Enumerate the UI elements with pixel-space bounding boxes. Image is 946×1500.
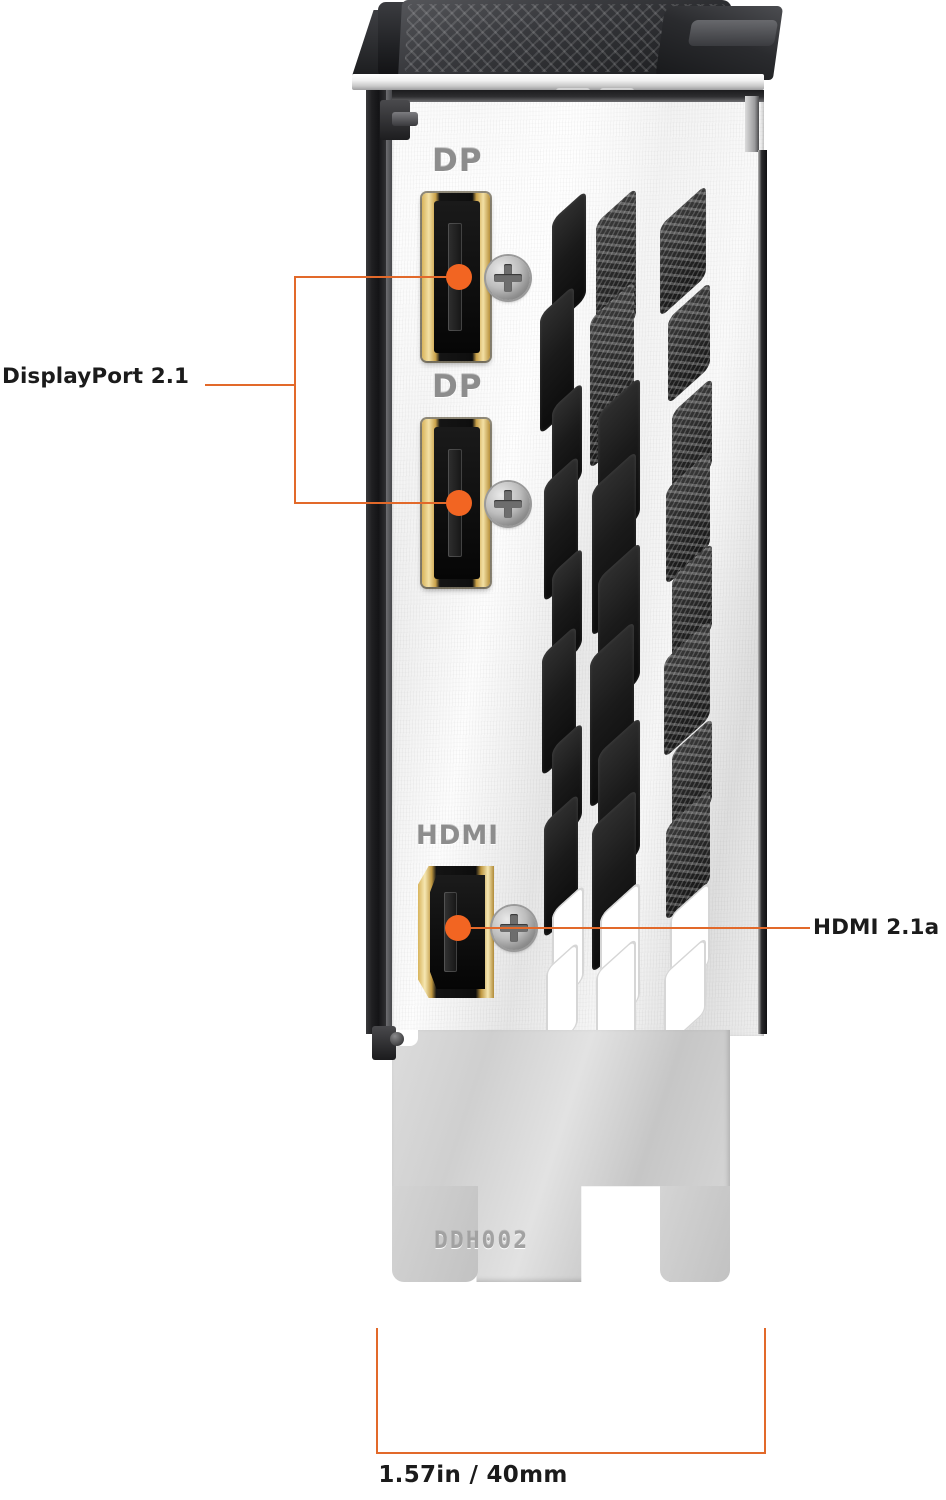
pcb-side-strip-inner: [386, 86, 396, 1032]
dimension-tick-left: [376, 1328, 378, 1454]
bracket-tab-foot-left: [392, 1186, 478, 1282]
hdmi-callout-label: HDMI 2.1a: [813, 915, 940, 940]
bracket-serial-engraving: DDH002: [434, 1228, 530, 1254]
displayport-leader-branch-bottom: [294, 502, 464, 504]
bracket-retention-clip-pin: [392, 112, 418, 126]
displayport-top-caption: DP: [432, 143, 483, 179]
hdmi-caption: HDMI: [416, 821, 499, 851]
displayport-bottom-marker-dot: [446, 490, 472, 516]
hdmi-leader-line: [458, 927, 810, 929]
bracket-tab-hinge-pin: [390, 1032, 404, 1046]
bracket-right-edge: [758, 150, 767, 1034]
displayport-callout-label: DisplayPort 2.1: [2, 364, 190, 389]
displayport-leader-branch-top: [294, 276, 464, 278]
displayport-leader-spine: [294, 276, 296, 504]
bracket-screw-top: [486, 256, 530, 300]
cooler-shroud-highlight: [687, 20, 779, 46]
bracket-edge-step: [745, 96, 759, 152]
dimension-tick-right: [764, 1328, 766, 1454]
displayport-bottom-caption: DP: [432, 369, 483, 405]
hdmi-marker-dot: [445, 915, 471, 941]
displayport-top-marker-dot: [446, 264, 472, 290]
displayport-leader-stem: [205, 384, 295, 386]
bracket-tab-foot-right: [660, 1186, 730, 1282]
bracket-top-shadow: [392, 90, 764, 102]
dimension-baseline: [376, 1452, 766, 1454]
bracket-screw-middle: [486, 482, 530, 526]
dimension-label: 1.57in / 40mm: [378, 1462, 568, 1488]
bracket-top-flange: [352, 74, 764, 90]
